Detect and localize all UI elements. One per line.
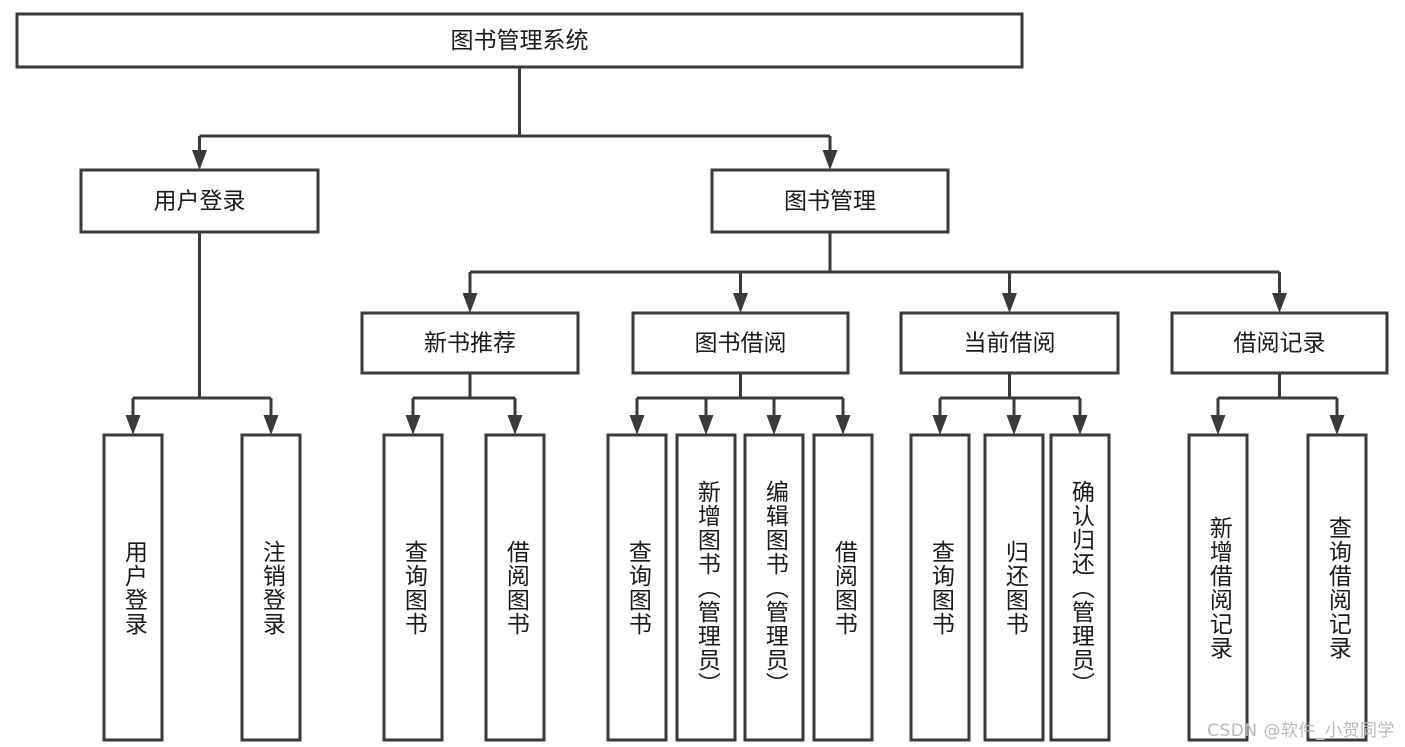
node-label-book-borrow: 图书借阅 <box>695 331 787 357</box>
node-box-leaf-return-book[interactable] <box>983 433 1045 742</box>
connector-layer <box>125 67 1345 435</box>
node-box-leaf-user-login[interactable] <box>102 433 164 742</box>
node-label-current-borrow: 当前借阅 <box>964 331 1056 357</box>
node-box-leaf-query-book-3[interactable] <box>909 433 971 742</box>
arrow-head-leaf-return-book <box>1006 415 1022 435</box>
node-box-leaf-add-borrow-rec[interactable] <box>1187 433 1249 742</box>
arrow-head-leaf-query-book-3 <box>932 415 948 435</box>
node-box-leaf-logout-login[interactable] <box>240 433 302 742</box>
node-label-user-login: 用户登录 <box>154 189 246 215</box>
arrow-head-leaf-query-borrow-rec <box>1329 415 1345 435</box>
node-label-root: 图书管理系统 <box>451 28 589 54</box>
arrow-head-borrow-record <box>1272 293 1287 313</box>
node-label-borrow-record: 借阅记录 <box>1234 331 1326 357</box>
arrow-head-leaf-add-book-admin <box>698 415 714 435</box>
arrow-head-leaf-query-book-2 <box>629 415 645 435</box>
arrow-head-leaf-logout-login <box>263 415 279 435</box>
node-box-leaf-confirm-return[interactable] <box>1049 433 1111 742</box>
arrow-head-leaf-borrow-book-1 <box>507 415 523 435</box>
node-box-book-borrow[interactable] <box>631 311 850 375</box>
node-box-current-borrow[interactable] <box>899 311 1120 375</box>
node-box-leaf-add-book-admin[interactable] <box>675 433 737 742</box>
node-box-new-book-recommend[interactable] <box>360 311 580 375</box>
watermark-text: CSDN @软件_小贺同学 <box>1207 721 1395 741</box>
arrow-head-leaf-confirm-return <box>1072 415 1088 435</box>
node-label-new-book-recommend: 新书推荐 <box>424 331 516 357</box>
arrow-head-book-manage <box>822 150 838 170</box>
arrow-head-book-borrow <box>733 293 748 313</box>
arrow-head-leaf-edit-book-admin <box>766 415 782 435</box>
node-box-borrow-record[interactable] <box>1170 311 1389 375</box>
arrow-head-leaf-add-borrow-rec <box>1210 415 1226 435</box>
node-box-root[interactable] <box>15 12 1024 69</box>
arrow-head-leaf-borrow-book-2 <box>835 415 851 435</box>
node-box-leaf-borrow-book-1[interactable] <box>484 433 546 742</box>
node-box-leaf-borrow-book-2[interactable] <box>812 433 874 742</box>
node-box-book-manage[interactable] <box>710 168 950 234</box>
node-box-leaf-query-book-2[interactable] <box>606 433 668 742</box>
node-box-leaf-query-book-1[interactable] <box>382 433 444 742</box>
node-box-leaf-edit-book-admin[interactable] <box>743 433 805 742</box>
node-box-user-login[interactable] <box>79 168 320 234</box>
node-label-book-manage: 图书管理 <box>784 189 876 215</box>
arrow-head-new-book-recommend <box>462 293 478 313</box>
arrow-head-user-login <box>192 150 207 170</box>
arrow-head-leaf-user-login <box>125 415 141 435</box>
node-box-leaf-query-borrow-rec[interactable] <box>1306 433 1368 742</box>
arrow-head-current-borrow <box>1002 293 1017 313</box>
arrow-head-leaf-query-book-1 <box>405 415 421 435</box>
node-box-layer <box>15 12 1389 742</box>
